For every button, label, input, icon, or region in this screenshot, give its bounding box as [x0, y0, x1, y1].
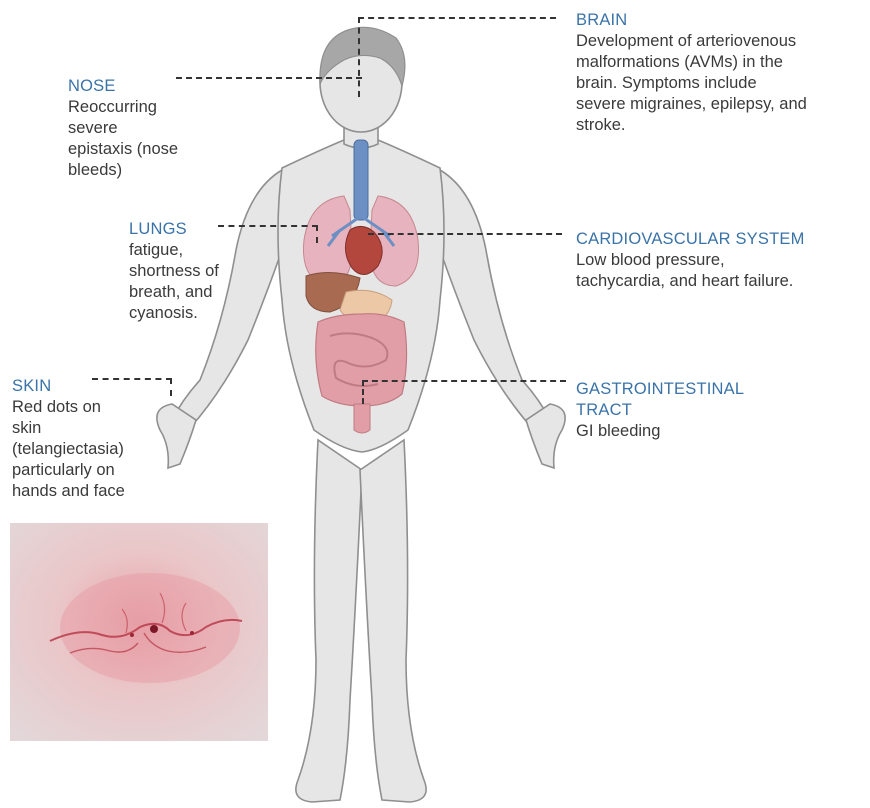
lungs-description: fatigue, shortness of breath, and cyanos… — [129, 240, 259, 324]
skin-telangiectasia-photo — [10, 523, 268, 741]
skin-title: SKIN — [12, 376, 182, 397]
lungs-leader-drop — [316, 225, 318, 243]
lungs-callout: LUNGS fatigue, shortness of breath, and … — [129, 219, 259, 324]
rectum — [354, 404, 370, 433]
lungs-title: LUNGS — [129, 219, 259, 240]
trachea — [354, 140, 368, 220]
gi-leader-line — [362, 380, 566, 382]
brain-title: BRAIN — [576, 10, 866, 31]
gi-callout: GASTROINTESTINAL TRACT GI bleeding — [576, 379, 856, 442]
gi-description: GI bleeding — [576, 421, 856, 442]
brain-description: Development of arteriovenous malformatio… — [576, 31, 866, 136]
gi-title: GASTROINTESTINAL TRACT — [576, 379, 856, 421]
nose-title: NOSE — [68, 76, 218, 97]
skin-callout: SKIN Red dots on skin (telangiectasia) p… — [12, 376, 182, 502]
cardio-leader-line — [368, 233, 562, 235]
nose-description: Reoccurring severe epistaxis (nose bleed… — [68, 97, 218, 181]
skin-description: Red dots on skin (telangiectasia) partic… — [12, 397, 182, 502]
cardiovascular-description: Low blood pressure, tachycardia, and hea… — [576, 250, 866, 292]
brain-leader-line — [358, 17, 556, 19]
nose-callout: NOSE Reoccurring severe epistaxis (nose … — [68, 76, 218, 181]
cardiovascular-callout: CARDIOVASCULAR SYSTEM Low blood pressure… — [576, 229, 866, 292]
brain-leader-drop — [358, 17, 360, 97]
cardiovascular-title: CARDIOVASCULAR SYSTEM — [576, 229, 866, 250]
gi-leader-drop — [362, 380, 364, 404]
brain-callout: BRAIN Development of arteriovenous malfo… — [576, 10, 866, 136]
